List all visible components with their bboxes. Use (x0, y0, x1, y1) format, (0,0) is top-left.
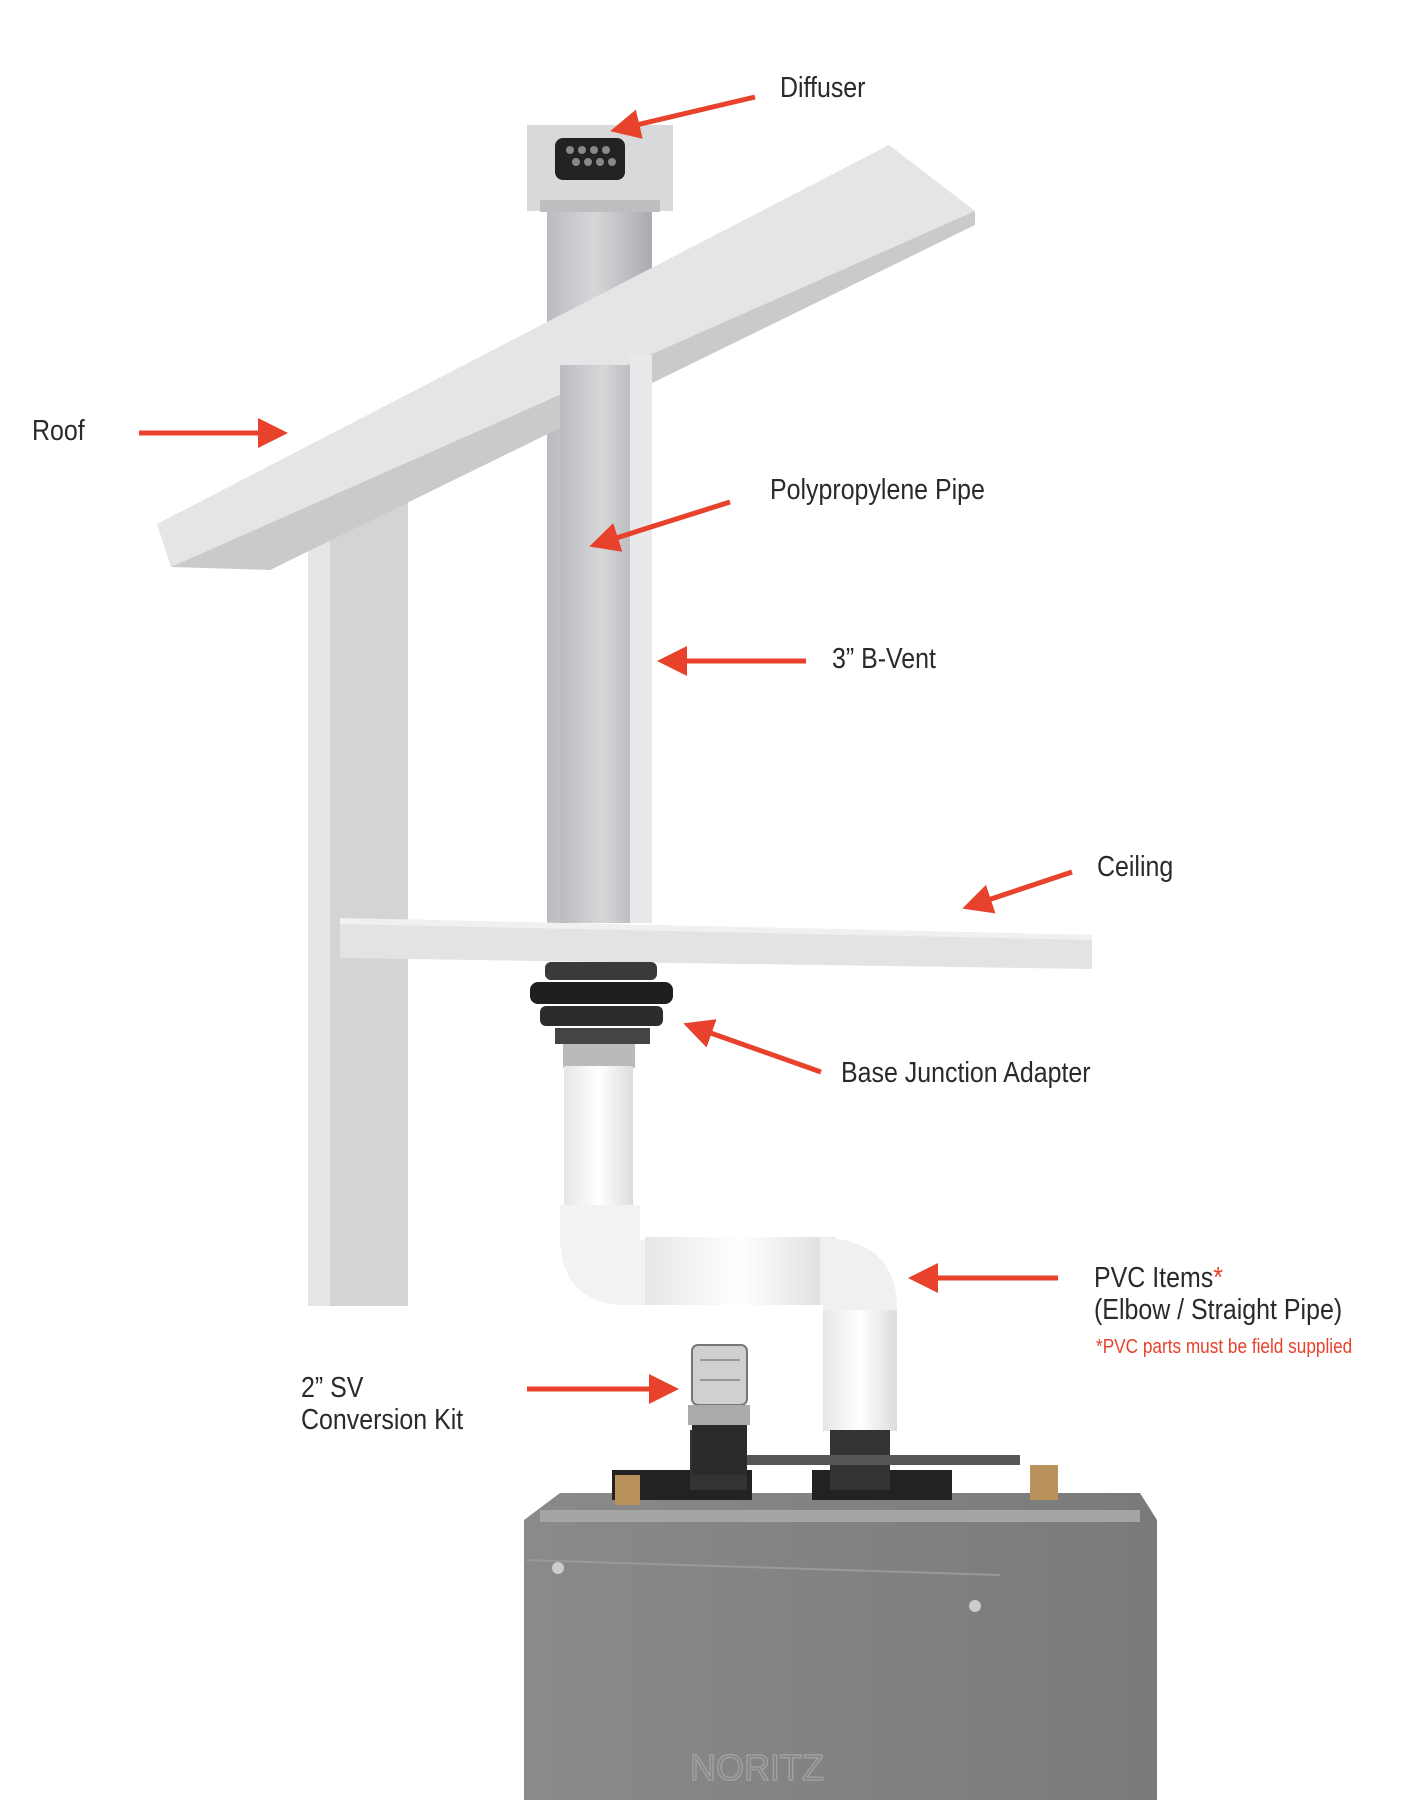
pvc-asterisk: * (1213, 1262, 1223, 1294)
noritz-logo: NORITZ (690, 1747, 824, 1788)
base-junction-arrow (683, 1019, 822, 1075)
sv-kit-line2: Conversion Kit (301, 1404, 464, 1436)
diffuser (527, 125, 673, 212)
roof-label: Roof (32, 415, 85, 447)
water-heater (524, 1430, 1157, 1800)
pvc-elbow-pipe (560, 1066, 897, 1431)
polypropylene-arrow (589, 499, 731, 552)
b-vent-label: 3” B-Vent (832, 643, 936, 675)
ceiling-board (340, 918, 1092, 969)
polypropylene-pipe-label: Polypropylene Pipe (770, 474, 985, 506)
sv-kit-line1: 2” SV (301, 1372, 364, 1404)
base-junction-adapter (530, 962, 673, 1068)
pvc-items-detail: (Elbow / Straight Pipe) (1094, 1294, 1343, 1326)
ceiling-arrow (962, 869, 1073, 914)
wall-post (308, 496, 408, 1306)
diffuser-label: Diffuser (780, 72, 866, 104)
base-junction-adapter-label: Base Junction Adapter (841, 1057, 1091, 1089)
pvc-items-title: PVC Items (1094, 1262, 1214, 1294)
diffuser-arrow (610, 94, 756, 139)
sv-conversion-kit (688, 1344, 750, 1475)
pvc-items-label: PVC Items*(Elbow / Straight Pipe) (1094, 1262, 1342, 1326)
ceiling-label: Ceiling (1097, 851, 1174, 883)
pvc-note: *PVC parts must be field supplied (1096, 1336, 1353, 1358)
